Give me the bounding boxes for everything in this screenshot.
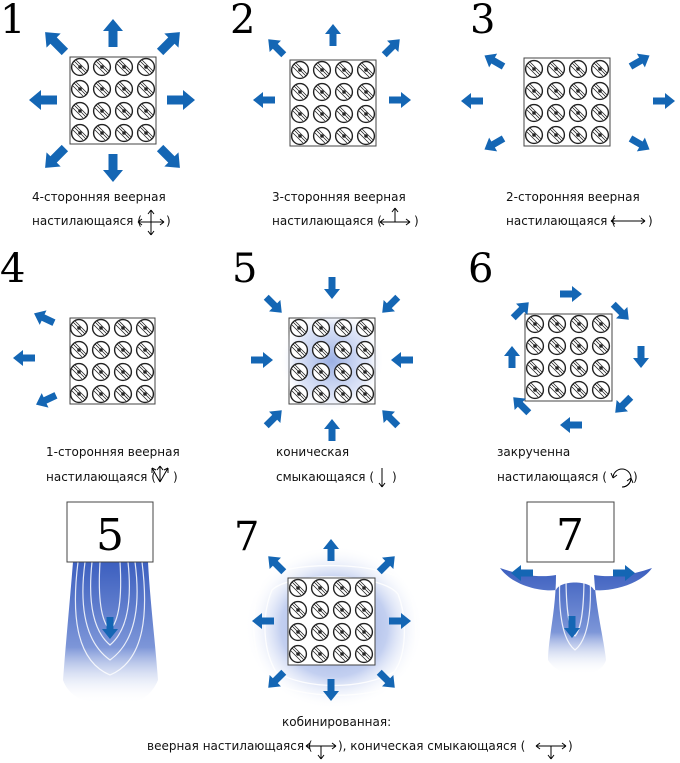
caption-close: ) — [633, 470, 638, 484]
plume-streamlines — [558, 574, 592, 651]
flow-symbol-icon — [610, 217, 646, 225]
caption-line-1: кобинированная: — [282, 715, 391, 729]
panel-number: 5 — [232, 246, 257, 292]
panel-number: 2 — [230, 0, 255, 43]
caption-line-2: настилающаяся ( — [272, 214, 382, 228]
flow-symbol-icon — [305, 742, 337, 760]
caption-line-2: смыкающаяся ( — [276, 470, 374, 484]
caption-close: ) — [414, 214, 419, 228]
panel-number: 6 — [468, 246, 493, 292]
combined-7: 7 кобинированная: веерная настилающаяся … — [147, 514, 573, 760]
airflow-arrows — [13, 306, 60, 412]
flow-symbol-icon — [535, 742, 567, 760]
caption-line-1: 1-сторонняя веерная — [46, 445, 180, 459]
flow-symbol-icon — [378, 468, 386, 488]
flow-symbol-icon — [379, 207, 411, 226]
caption-close: ) — [173, 470, 178, 484]
side-view-number: 7 — [556, 510, 584, 561]
caption-line-2: настилающаяся ( — [46, 470, 156, 484]
caption-line-2a: веерная настилающаяся ( — [147, 739, 313, 753]
side-view-box — [526, 501, 615, 563]
plume-streamlines — [74, 561, 146, 676]
panel-6: 6 закрученна настилающаяся ( ) — [468, 246, 649, 488]
caption-line-2b: ), коническая смыкающаяся ( — [338, 739, 525, 753]
caption-line-1: 3-сторонняя веерная — [272, 190, 406, 204]
caption-line-1: 4-сторонняя веерная — [32, 190, 166, 204]
panel-4: 4 1-сторонняя веерная настилающаяся ( ) — [0, 246, 180, 484]
air-cone-glow — [280, 309, 384, 413]
panel-5: 5 коническая смыкающаяся ( ) — [232, 246, 413, 488]
caption-close: ) — [648, 214, 653, 228]
panel-2: 2 3-сторонняя веерная настилающаяся ( ) — [230, 0, 419, 228]
panel-3: 3 2-сторонняя веерная настилающаяся ( ) — [461, 0, 675, 228]
panel-1: 1 4-сторонняя веерная настилающаяся ( ) — [0, 0, 195, 236]
caption-line-1: закрученна — [497, 445, 570, 459]
side-view-5: 5 — [63, 501, 158, 704]
panel-number: 1 — [0, 0, 25, 43]
caption-line-1: коническая — [276, 445, 349, 459]
panel-number: 3 — [470, 0, 495, 43]
panel-number: 4 — [0, 246, 25, 292]
caption-line-2: настилающаяся ( — [32, 214, 142, 228]
side-view-7: 7 — [500, 501, 652, 675]
caption-line-2c: ) — [568, 739, 573, 753]
side-view-box — [66, 501, 154, 563]
air-plume — [500, 568, 652, 675]
caption-close: ) — [392, 470, 397, 484]
caption-line-2: настилающаяся ( — [497, 470, 607, 484]
swirl-symbol-icon — [610, 468, 634, 488]
flow-symbol-icon — [151, 465, 169, 483]
caption-close: ) — [166, 214, 171, 228]
panel-number: 7 — [234, 514, 259, 560]
flow-symbol-icon — [137, 209, 165, 236]
side-view-number: 5 — [96, 510, 124, 561]
caption-line-1: 2-сторонняя веерная — [506, 190, 640, 204]
caption-line-2: настилающаяся ( — [506, 214, 616, 228]
